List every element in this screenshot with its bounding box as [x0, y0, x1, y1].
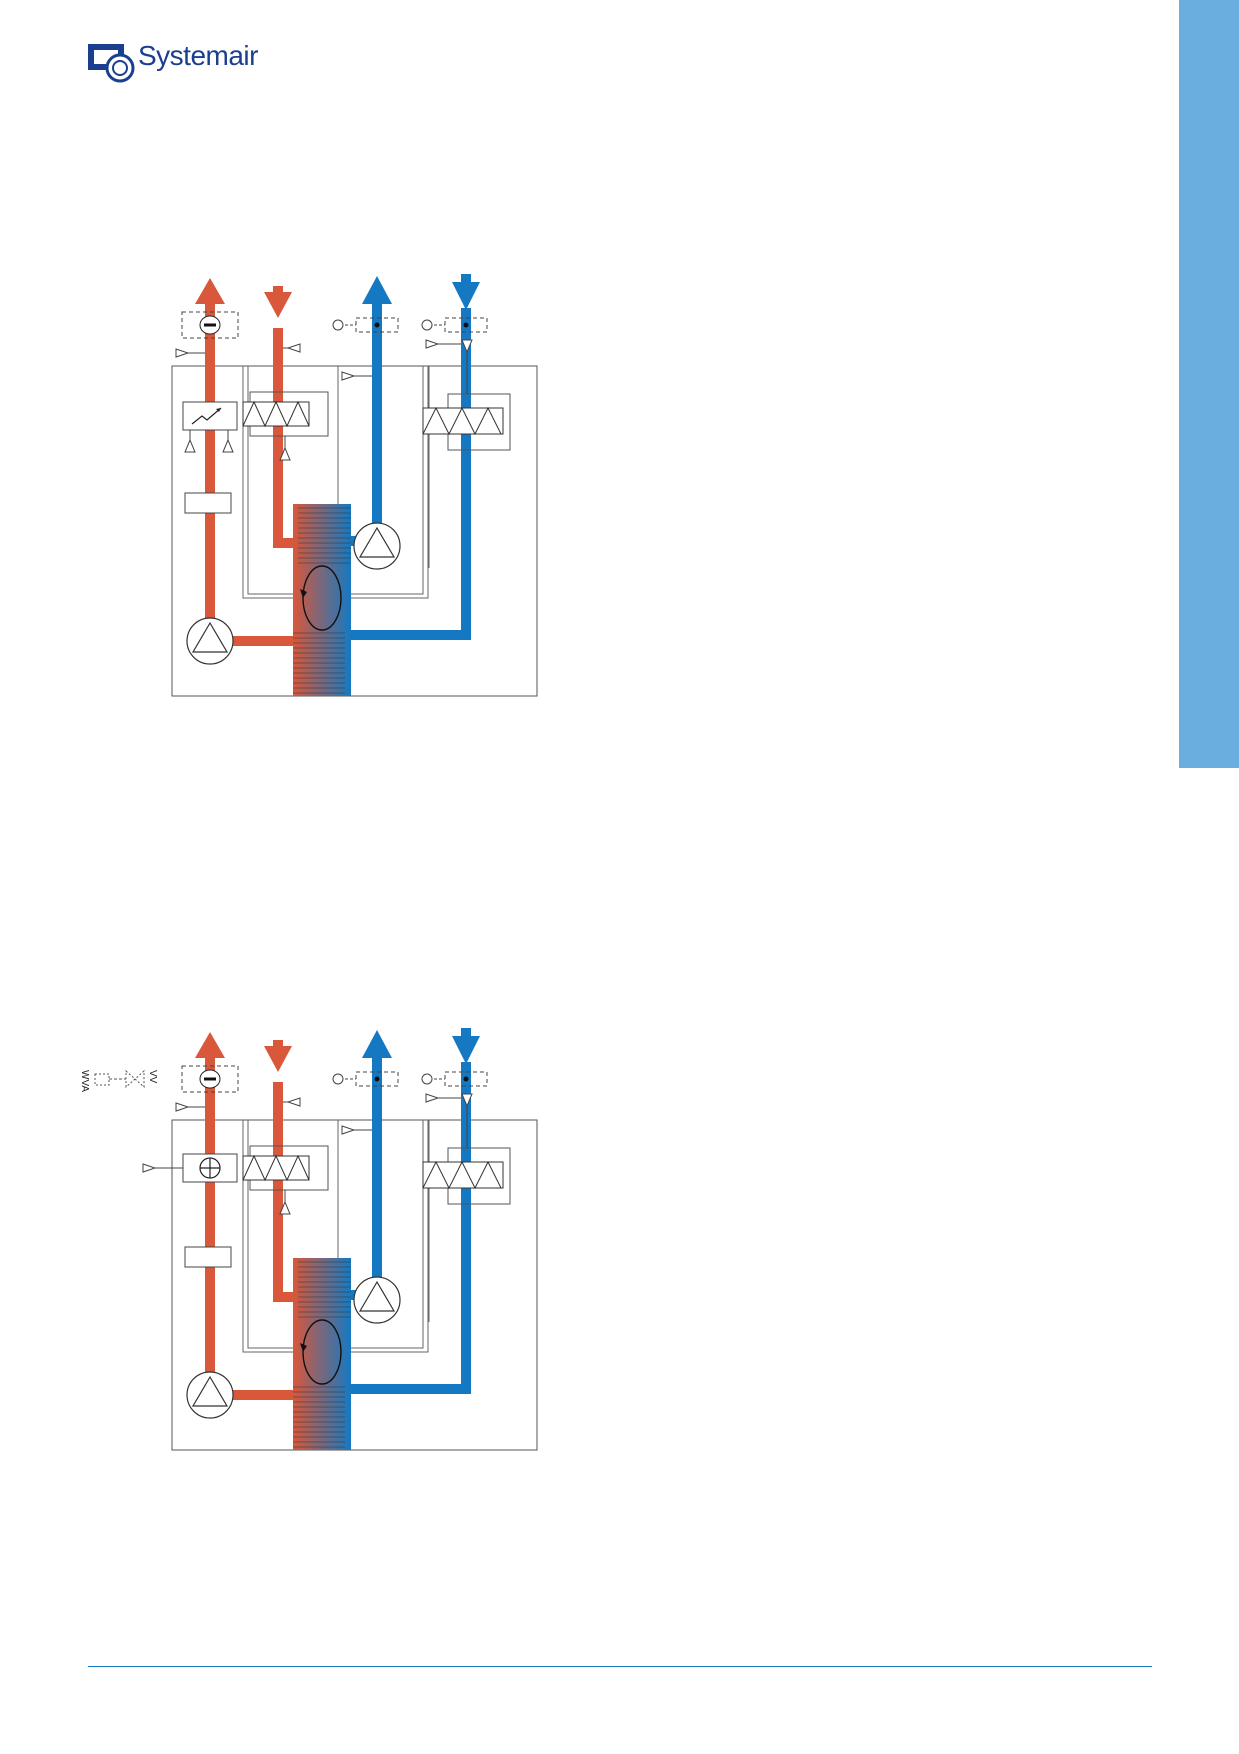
unit-casing: [171, 1119, 538, 1451]
exhaust-damper: [181, 311, 239, 339]
exhaust-air-duct: [195, 278, 293, 646]
temp-sensor-icon: [286, 343, 301, 353]
supply-damper: [332, 317, 399, 333]
hx-lamellas: [293, 1261, 351, 1448]
water-heater-coil: [142, 1153, 238, 1183]
ventilation-unit-diagram-1: [70, 268, 550, 698]
temp-sensor-icon: [341, 371, 356, 381]
extract-arrow-icon: [264, 292, 292, 318]
extract-filter: [242, 1145, 329, 1215]
damper-actuator-icon: [421, 1073, 433, 1085]
pressure-sensor-icon: [279, 446, 291, 461]
temp-sensor-icon: [425, 339, 440, 349]
extract-filter: [242, 391, 329, 461]
temp-sensor-icon: [175, 348, 190, 358]
brand-name: Systemair: [138, 40, 258, 71]
outdoor-damper: [421, 1071, 488, 1087]
pressure-sensor-icon: [279, 1200, 291, 1215]
diagram-svg: [171, 274, 538, 697]
outdoor-air-duct: [351, 274, 480, 640]
outdoor-air-duct: [351, 1028, 480, 1394]
water-valve-group: WVA VV: [79, 1069, 158, 1092]
outdoor-filter: [422, 1147, 511, 1205]
temp-sensor-icon: [175, 1102, 190, 1112]
exhaust-arrow-icon: [195, 278, 225, 304]
damper-actuator-icon: [332, 1073, 344, 1085]
extract-air-duct: [264, 1040, 293, 1302]
humidity-sensor-icon: [461, 1093, 473, 1108]
footer-rule: [88, 1666, 1152, 1667]
frost-sensor-icon: [142, 1163, 157, 1173]
damper-actuator-icon: [421, 319, 433, 331]
exhaust-fan: [186, 617, 234, 665]
extract-arrow-icon: [264, 1046, 292, 1072]
temp-sensor-icon: [425, 1093, 440, 1103]
supply-damper: [332, 1071, 399, 1087]
valve-actuator-icon: [94, 1073, 110, 1086]
sound-attenuator: [184, 1246, 232, 1268]
exhaust-damper: [181, 1065, 239, 1093]
exhaust-fan: [186, 1371, 234, 1419]
hx-lamellas: [293, 507, 351, 694]
ventilation-unit-diagram-2: WVA VV: [70, 1022, 550, 1452]
damper-actuator-icon: [332, 319, 344, 331]
heat-exchanger: [293, 504, 351, 696]
temp-sensor-icon: [341, 1125, 356, 1135]
supply-air-duct: [351, 1030, 392, 1300]
temp-sensor-icon: [222, 438, 234, 453]
rotation-arrowhead-icon: [300, 589, 307, 598]
systemair-logo-icon: [88, 44, 135, 83]
three-way-valve-icon: [125, 1069, 145, 1089]
electric-heater: [182, 401, 238, 453]
valve-label-left: WVA: [79, 1070, 90, 1092]
temp-sensor-icon: [184, 438, 196, 453]
supply-arrow-icon: [362, 1030, 392, 1058]
supply-fan: [353, 522, 401, 570]
outdoor-filter: [422, 393, 511, 451]
unit-casing: [171, 365, 538, 697]
extract-air-duct: [264, 286, 293, 548]
supply-fan: [353, 1276, 401, 1324]
rotation-arrowhead-icon: [300, 1343, 307, 1352]
supply-air-duct: [351, 276, 392, 546]
outdoor-arrow-icon: [452, 282, 480, 310]
valve-label-right: VV: [147, 1070, 158, 1084]
outdoor-damper: [421, 317, 488, 333]
outdoor-arrow-icon: [452, 1036, 480, 1064]
sound-attenuator: [184, 492, 232, 514]
temp-sensor-icon: [286, 1097, 301, 1107]
exhaust-air-duct: [195, 1032, 293, 1400]
heat-exchanger: [293, 1258, 351, 1450]
diagram-svg: WVA VV: [79, 1028, 538, 1451]
side-tab: [1179, 0, 1239, 768]
systemair-logo: Systemair: [86, 38, 266, 86]
humidity-sensor-icon: [461, 339, 473, 354]
exhaust-arrow-icon: [195, 1032, 225, 1058]
supply-arrow-icon: [362, 276, 392, 304]
